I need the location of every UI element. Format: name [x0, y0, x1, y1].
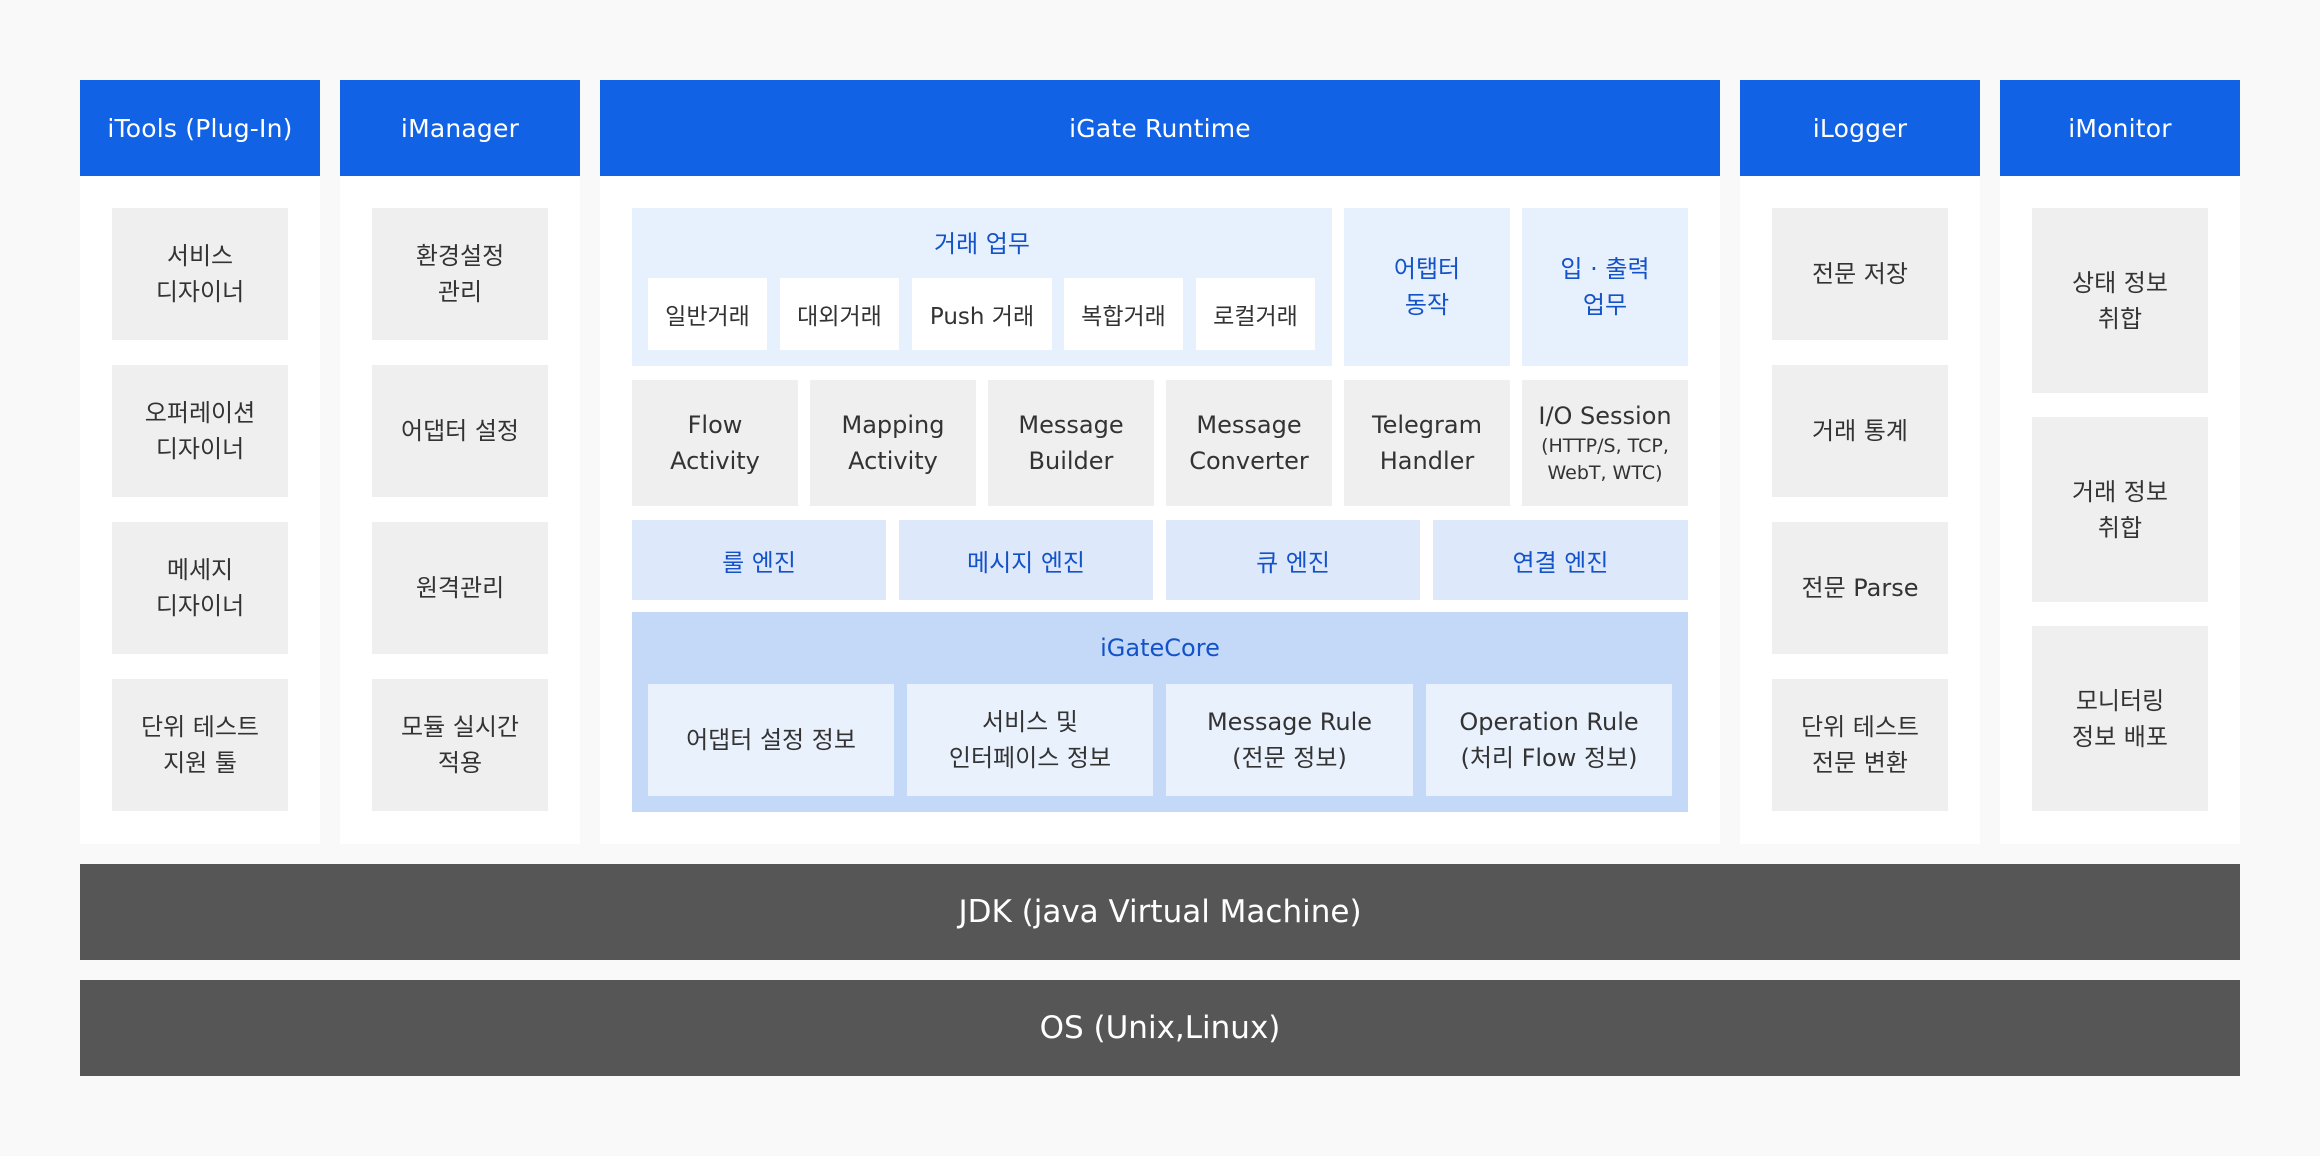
igatecore-title: iGateCore: [1100, 634, 1220, 662]
unit-test-tool-box: 단위 테스트 지원 툴: [112, 679, 288, 811]
message-designer-box: 메세지 디자이너: [112, 522, 288, 654]
transaction-stats-box: 거래 통계: [1772, 365, 1948, 497]
transaction-composite: 복합거래: [1064, 278, 1183, 350]
transactions-title: 거래 업무: [934, 230, 1030, 258]
adapter-operation-panel: 어탭터 동작: [1344, 208, 1510, 366]
imanager-column: iManager 환경설정 관리 어댑터 설정 원격관리 모듈 실시간 적용: [340, 80, 580, 844]
service-designer-box: 서비스 디자이너: [112, 208, 288, 340]
adapter-operation-label: 어탭터 동작: [1393, 255, 1461, 319]
rule-engine-box: 룰 엔진: [632, 520, 886, 600]
message-storage-box: 전문 저장: [1772, 208, 1948, 340]
module-realtime-apply-box: 모듈 실시간 적용: [372, 679, 548, 811]
status-collection-box: 상태 정보 취합: [2032, 208, 2208, 393]
transactions-panel: 거래 업무 일반거래 대외거래 Push 거래 복합거래 로컬거래: [632, 208, 1332, 366]
operation-designer-box: 오퍼레이션 디자이너: [112, 365, 288, 497]
core-adapter-config-box: 어댑터 설정 정보: [648, 684, 894, 796]
jdk-bar: JDK (java Virtual Machine): [80, 864, 2240, 960]
core-service-interface-box: 서비스 및 인터페이스 정보: [907, 684, 1153, 796]
ilogger-column: iLogger 전문 저장 거래 통계 전문 Parse 단위 테스트 전문 변…: [1740, 80, 1980, 844]
io-session-box: I/O Session (HTTP/S, TCP, WebT, WTC): [1522, 380, 1688, 506]
message-engine-box: 메시지 엔진: [899, 520, 1153, 600]
igatecore-panel: iGateCore 어댑터 설정 정보 서비스 및 인터페이스 정보 Messa…: [632, 612, 1688, 812]
transaction-external: 대외거래: [780, 278, 899, 350]
monitoring-distribution-box: 모니터링 정보 배포: [2032, 626, 2208, 811]
igate-runtime-header: iGate Runtime: [600, 80, 1720, 176]
transaction-general: 일반거래: [648, 278, 767, 350]
connection-engine-box: 연결 엔진: [1433, 520, 1688, 600]
message-builder-box: Message Builder: [988, 380, 1154, 506]
io-session-title: I/O Session: [1538, 402, 1672, 430]
io-work-label: 입 · 출력 업무: [1560, 255, 1650, 319]
igate-runtime-column: iGate Runtime 거래 업무 일반거래 대외거래 Push 거래 복합…: [600, 80, 1720, 844]
io-work-panel: 입 · 출력 업무: [1522, 208, 1688, 366]
queue-engine-box: 큐 엔진: [1166, 520, 1420, 600]
message-converter-box: Message Converter: [1166, 380, 1332, 506]
unit-test-conversion-box: 단위 테스트 전문 변환: [1772, 679, 1948, 811]
imonitor-header: iMonitor: [2000, 80, 2240, 176]
mapping-activity-box: Mapping Activity: [810, 380, 976, 506]
itools-column: iTools (Plug-In) 서비스 디자이너 오퍼레이션 디자이너 메세지…: [80, 80, 320, 844]
transaction-local: 로컬거래: [1196, 278, 1315, 350]
os-bar: OS (Unix,Linux): [80, 980, 2240, 1076]
io-session-protocols: (HTTP/S, TCP, WebT, WTC): [1541, 435, 1669, 484]
message-parse-box: 전문 Parse: [1772, 522, 1948, 654]
remote-management-box: 원격관리: [372, 522, 548, 654]
ilogger-header: iLogger: [1740, 80, 1980, 176]
core-operation-rule-box: Operation Rule (처리 Flow 정보): [1426, 684, 1672, 796]
core-message-rule-box: Message Rule (전문 정보): [1166, 684, 1413, 796]
telegram-handler-box: Telegram Handler: [1344, 380, 1510, 506]
imonitor-column: iMonitor 상태 정보 취합 거래 정보 취합 모니터링 정보 배포: [2000, 80, 2240, 844]
flow-activity-box: Flow Activity: [632, 380, 798, 506]
itools-header: iTools (Plug-In): [80, 80, 320, 176]
imanager-header: iManager: [340, 80, 580, 176]
adapter-settings-box: 어댑터 설정: [372, 365, 548, 497]
config-management-box: 환경설정 관리: [372, 208, 548, 340]
transaction-push: Push 거래: [912, 278, 1052, 350]
transaction-collection-box: 거래 정보 취합: [2032, 417, 2208, 602]
